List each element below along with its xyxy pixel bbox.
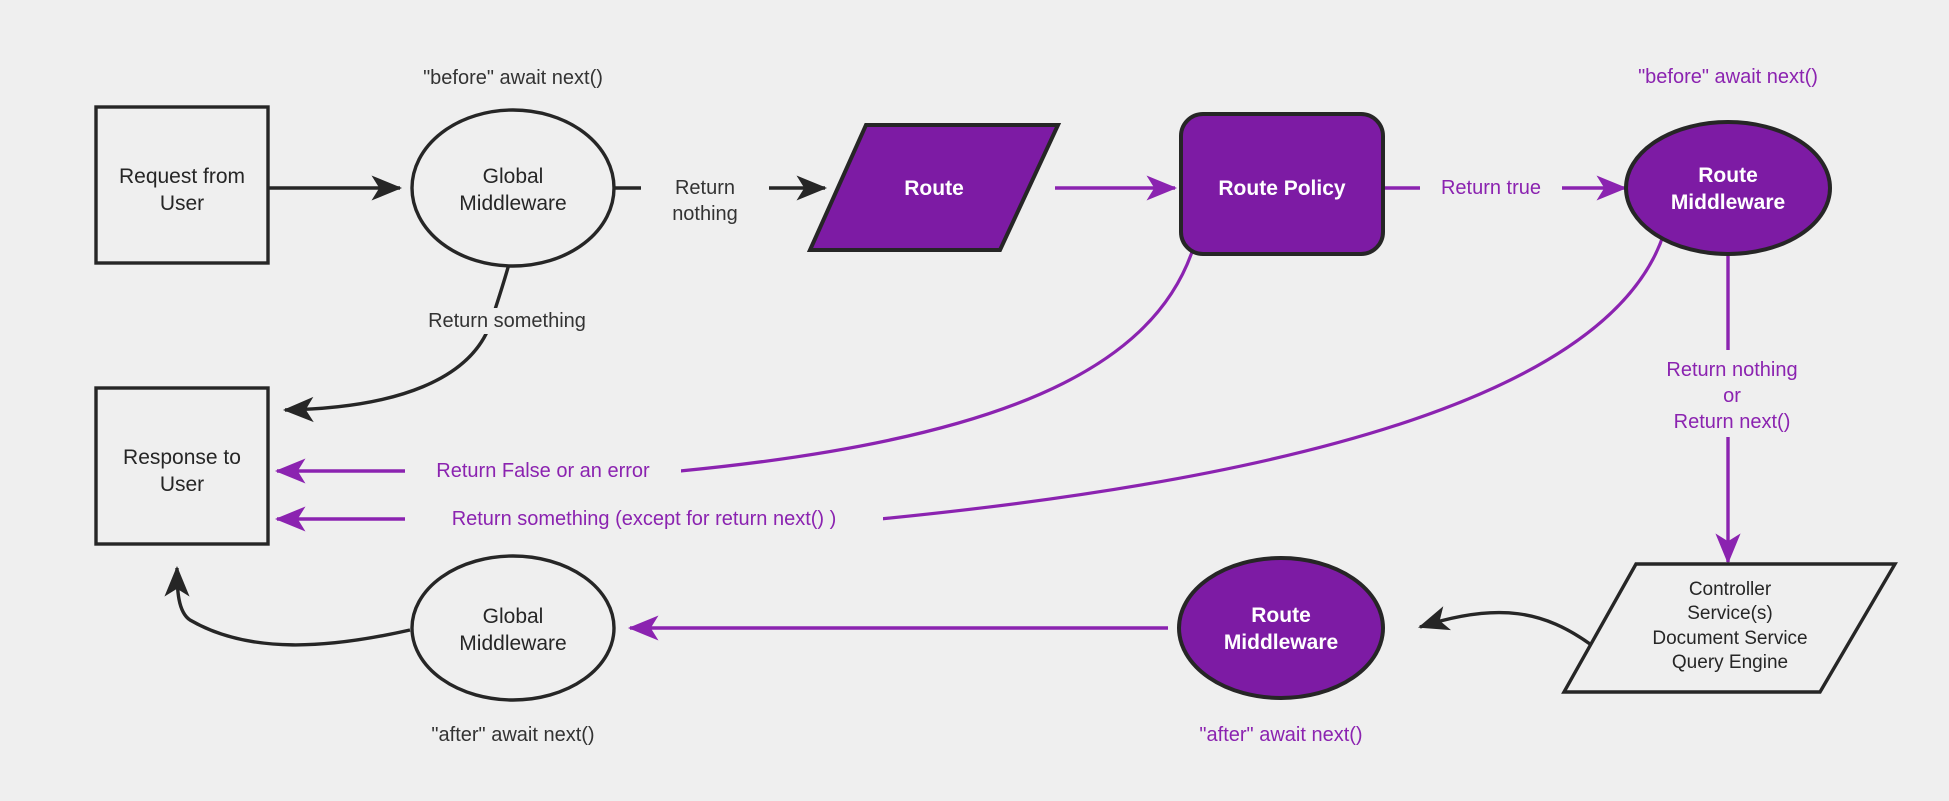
node-route[interactable] xyxy=(806,123,1062,252)
edge-controller-to-route-middleware-bottom xyxy=(1418,606,1591,646)
node-controller-stack[interactable] xyxy=(1561,562,1898,694)
node-global-middleware-top[interactable] xyxy=(410,108,616,268)
edge-global-middleware-bottom-to-response xyxy=(164,565,411,647)
node-request-from-user[interactable] xyxy=(94,105,270,265)
node-response-to-user[interactable] xyxy=(94,386,270,546)
edge-route-policy-to-response-false xyxy=(679,251,1194,473)
edge-route-middleware-to-response-something xyxy=(879,232,1666,521)
node-route-middleware-bottom[interactable] xyxy=(1177,556,1385,700)
edge-global-middleware-to-response xyxy=(282,252,514,423)
node-route-middleware-top[interactable] xyxy=(1624,120,1832,256)
node-route-policy[interactable] xyxy=(1179,112,1385,256)
node-global-middleware-bottom[interactable] xyxy=(410,554,616,702)
